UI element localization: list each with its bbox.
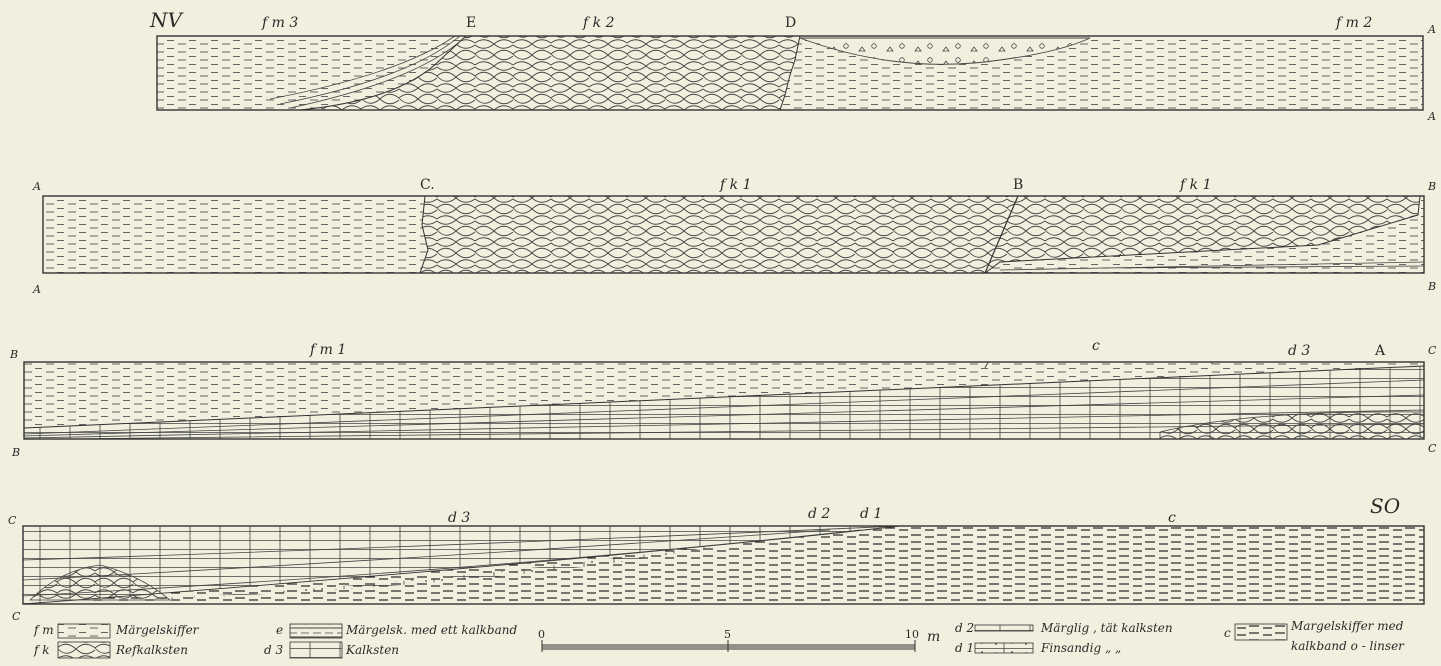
scale-mid: 5 [724,628,731,641]
legend-text-c: Margelskiffer med [1290,619,1404,633]
p3-left-end-top: B [9,348,18,361]
p1-label-fm2: f m 2 [1335,15,1372,31]
p2-right-end-bottom: B [1427,280,1436,293]
legend-text-c-line2: kalkband o - linser [1291,639,1405,653]
p3-right-end-bottom: C [1428,442,1437,455]
p1-label-fm3: f m 3 [261,15,298,31]
legend-code-d1: d 1 [955,641,974,655]
legend-swatch-e [290,624,342,638]
p2-left-end-bottom: A [32,283,41,296]
profile-2 [43,196,1424,273]
p3-label-fm1: f m 1 [309,342,346,358]
p2-right-end-top: B [1427,180,1436,193]
scale-bar [542,640,915,652]
legend-swatch-fk [58,642,110,658]
p2-label-C: C. [420,177,435,193]
profile-3 [24,357,1424,439]
p3-right-end-top: C [1428,344,1437,357]
p3-label-c: c [1092,338,1100,354]
legend-swatch-d2 [975,625,1033,631]
legend-text-fm: Märgelskiffer [115,623,200,637]
p2-left-end-top: A [32,180,41,193]
profile-4 [23,526,1424,604]
orientation-nv: NV [149,8,185,32]
p3-label-A: A [1374,343,1386,359]
p3-left-end-bottom: B [11,446,20,459]
legend-swatch-d3 [290,642,342,658]
p2-label-fk1a: f k 1 [719,177,751,193]
p2-label-fk1b: f k 1 [1179,177,1211,193]
p1-right-end-top: A [1427,23,1436,36]
p1-label-fk2: f k 2 [582,15,615,31]
p4-left-end-top: C [8,514,17,527]
profile-1 [157,36,1423,110]
legend-code-e: e [276,623,283,637]
legend-code-d2: d 2 [955,621,974,635]
legend-swatch-d1 [975,643,1033,653]
scale-end: 10 [905,628,919,641]
legend-swatch-c [1235,624,1287,640]
orientation-so: SO [1370,494,1400,518]
p2-label-B: B [1013,177,1023,193]
p4-label-d1: d 1 [860,506,882,522]
legend-text-d2: Märglig , tät kalksten [1040,621,1173,635]
legend-text-fk: Refkalksten [115,643,188,657]
p1-label-E: E [466,15,476,31]
p3-label-d3: d 3 [1288,343,1310,359]
legend-text-d3: Kalksten [345,643,399,657]
scale-start: 0 [538,628,545,641]
p1-right-end-bottom: A [1427,110,1436,123]
legend-text-d1: Finsandig „ „ [1040,641,1121,655]
legend-text-e: Märgelsk. med ett kalkband [345,623,517,637]
scale-unit: m [927,629,940,645]
legend-swatch-fm [58,624,110,638]
legend-code-fk: f k [33,643,50,657]
p4-left-end-bottom: C [12,610,21,623]
legend-code-c: c [1224,626,1231,640]
legend-code-d3: d 3 [264,643,283,657]
p4-label-c: c [1168,510,1176,526]
p1-label-D: D [785,15,796,31]
legend-code-fm: f m [33,623,54,637]
p4-label-d3: d 3 [448,510,470,526]
p4-label-d2: d 2 [808,506,830,522]
